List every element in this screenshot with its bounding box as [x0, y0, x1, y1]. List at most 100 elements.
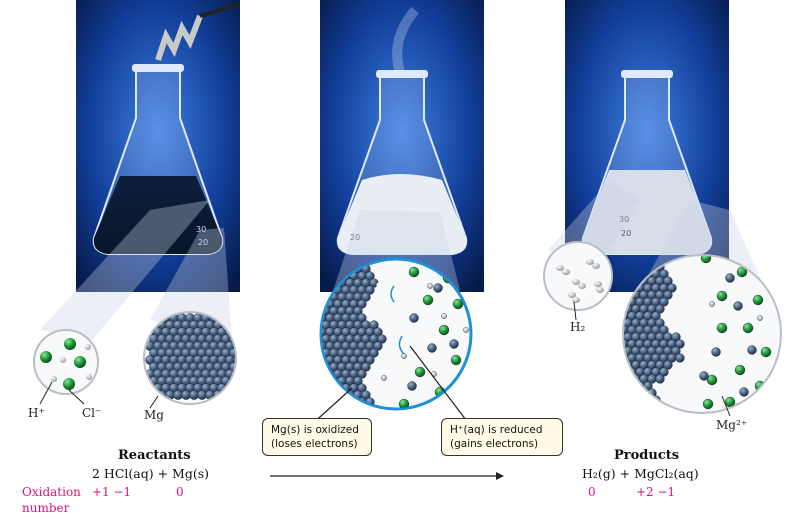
h2-label: H₂: [570, 320, 586, 334]
mg-atom: [647, 402, 657, 412]
mg-atom: [631, 262, 641, 272]
mg-atom: [624, 276, 633, 286]
mg-atom: [624, 297, 629, 307]
mg-atom: [659, 269, 669, 279]
h-ion: [441, 313, 447, 319]
h-ion: [757, 315, 763, 321]
mg-atom: [373, 341, 383, 351]
mg-atom: [341, 397, 351, 407]
oxidation-number-label-line2: number: [22, 501, 70, 515]
mg-atom: [667, 283, 677, 293]
mg-atom: [365, 355, 375, 365]
cl-ion: [702, 398, 714, 410]
mg-ion: [725, 273, 735, 283]
mg-atom: [631, 276, 641, 286]
flask-mark: 30: [196, 225, 206, 234]
reduced-callout: H⁺(aq) is reduced (gains electrons): [441, 418, 563, 456]
h-ion: [709, 301, 715, 307]
mg-atom: [624, 374, 633, 384]
cl-ion: [398, 398, 410, 408]
mg-atom: [322, 376, 331, 386]
mg-atom: [322, 383, 327, 393]
mg-atom: [322, 397, 327, 407]
cl-ion: [716, 290, 728, 302]
mg-atom: [357, 369, 367, 379]
mg-atom: [361, 362, 371, 372]
cl-ion: [734, 364, 746, 376]
reactants-equation: 2 HCl(aq) + Mg(s): [92, 466, 209, 481]
mg-atom: [353, 306, 363, 316]
mg-atom: [365, 285, 375, 295]
mg-atom: [322, 271, 327, 281]
mg-atom: [639, 262, 649, 272]
mg-atom: [643, 256, 653, 265]
mg-atom: [333, 260, 343, 267]
cl-minus-label: Cl⁻: [82, 406, 102, 420]
mg-atom: [373, 327, 383, 337]
reduced-line-1: H⁺(aq) is reduced: [450, 424, 543, 436]
mg-atom: [627, 256, 637, 265]
mg-atom: [624, 283, 629, 293]
mg-atom: [322, 278, 331, 288]
products-equation: H₂(g) + MgCl₂(aq): [582, 466, 699, 481]
mg-atom: [237, 390, 246, 399]
products-heading: Products: [614, 448, 680, 463]
mg-atom: [357, 313, 367, 323]
electron-label-2: e⁻: [384, 326, 396, 337]
ox-number-h2: 0: [588, 485, 596, 499]
mg-atom: [353, 404, 363, 408]
mg-atom: [357, 383, 367, 393]
mg-atom: [322, 285, 327, 295]
mg-atom: [237, 320, 246, 329]
mg-atom: [377, 334, 387, 344]
cl-ion: [408, 266, 420, 278]
mg-atom: [345, 404, 355, 408]
mg-atom: [655, 304, 665, 314]
mg-atom: [675, 339, 685, 349]
mg-atom: [639, 402, 649, 412]
cl-ion: [414, 366, 426, 378]
h-ion: [401, 353, 407, 359]
mg-atom: [369, 278, 379, 288]
mg-ion: [409, 313, 419, 323]
mg-label: Mg: [144, 408, 164, 422]
mg-atom: [675, 353, 685, 363]
mg-ion: [733, 301, 743, 311]
mg-atom: [663, 290, 673, 300]
mg-atom: [221, 390, 231, 400]
h-ion: [463, 327, 469, 333]
mg-atom: [322, 260, 327, 267]
mg-atom: [659, 297, 669, 307]
cl-ion: [450, 354, 462, 366]
reduced-line-2: (gains electrons): [450, 438, 539, 450]
mg-atom: [624, 269, 629, 279]
cl-ion: [452, 298, 464, 310]
mg-atom: [237, 334, 246, 343]
reactants-heading: Reactants: [118, 448, 191, 463]
mg-atom: [671, 346, 681, 356]
mg-ion: [699, 371, 709, 381]
h-ion: [381, 375, 387, 381]
mg-ion: [739, 387, 749, 397]
ox-number-hcl: +1 −1: [92, 485, 132, 499]
oxidized-callout: Mg(s) is oxidized (loses electrons): [262, 418, 372, 456]
mg-atom: [365, 271, 375, 281]
cl-ion: [700, 256, 712, 264]
mg-atom: [361, 404, 371, 408]
mg-atom: [353, 376, 363, 386]
mg-atom: [322, 369, 327, 379]
mg-atom: [325, 260, 335, 267]
oxidation-number-label-line1: Oxidation: [22, 485, 81, 499]
flask-mark: 20: [198, 238, 208, 247]
flask-mark: 20: [621, 229, 631, 238]
oxidized-line-1: Mg(s) is oxidized: [271, 424, 359, 436]
mg-atom: [671, 332, 681, 342]
mg-atom: [643, 395, 653, 405]
mg-atom: [233, 313, 235, 323]
mg-atom: [624, 402, 633, 412]
mg-atom: [624, 367, 629, 377]
cl-ion: [422, 294, 434, 306]
mg-atom: [624, 388, 633, 398]
cl-ion: [438, 324, 450, 336]
